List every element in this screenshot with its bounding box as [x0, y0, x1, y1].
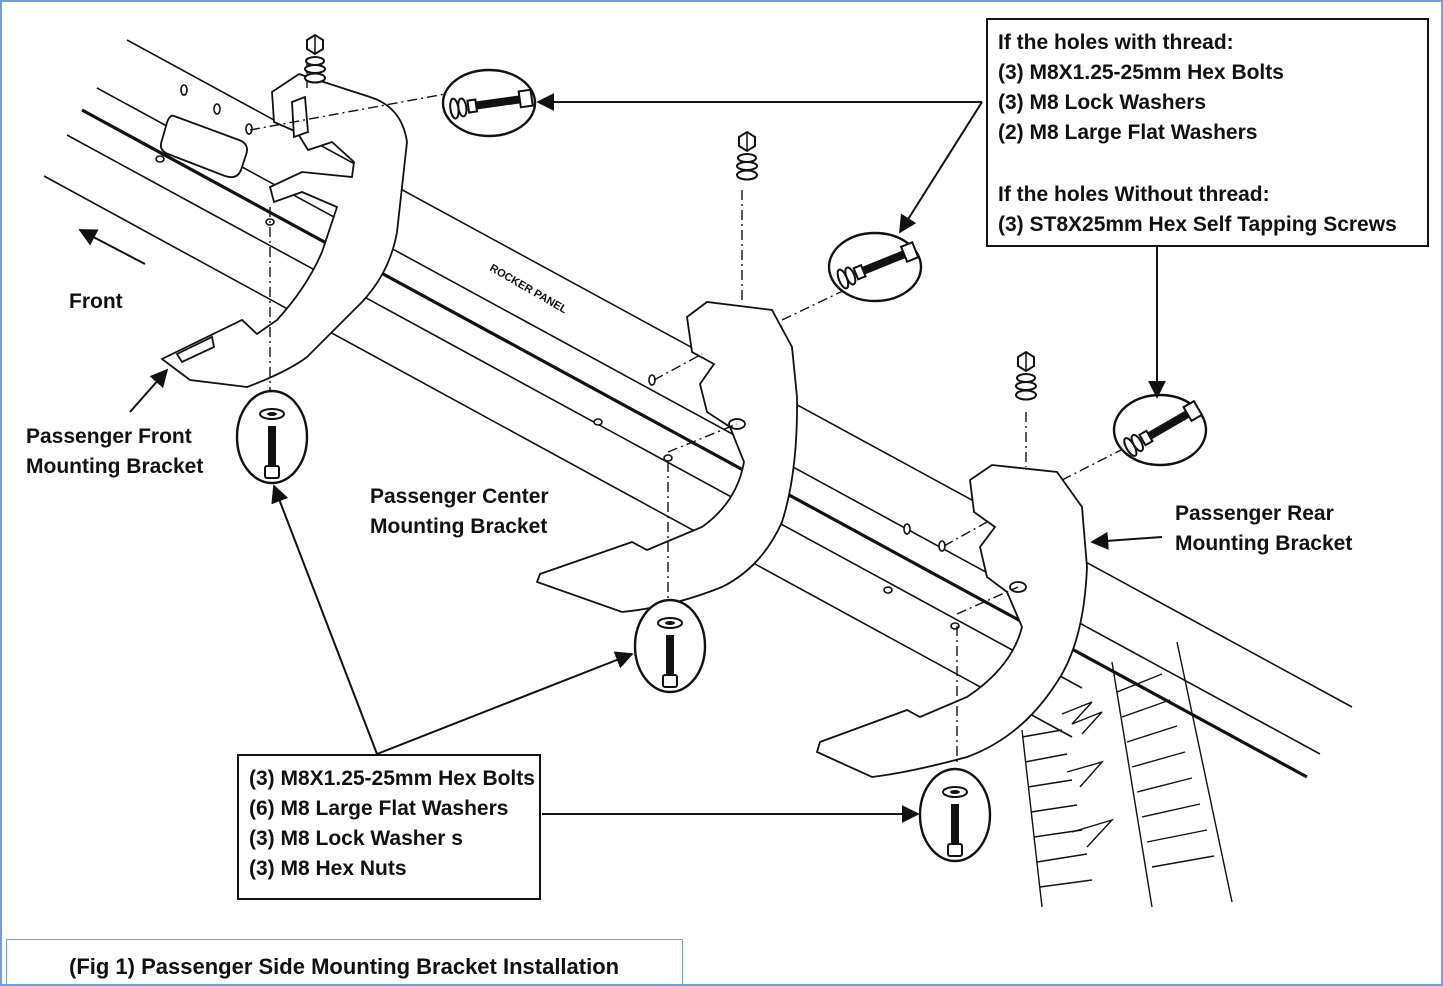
- rear-bracket: [815, 464, 1088, 778]
- front-label: Front: [69, 290, 123, 313]
- unthreaded-heading: If the holes Without thread:: [998, 183, 1270, 206]
- front-bracket-label: Passenger Front Mounting Bracket: [26, 425, 204, 478]
- hex-bolt-icon: [827, 231, 923, 303]
- hex-bolt-icon: [918, 767, 992, 863]
- hex-nut-icon: [304, 34, 326, 84]
- unthreaded-item: (3) ST8X25mm Hex Self Tapping Screws: [998, 213, 1397, 236]
- threaded-item: (2) M8 Large Flat Washers: [998, 121, 1258, 144]
- threaded-heading: If the holes with thread:: [998, 31, 1234, 54]
- top-hardware-callout: If the holes with thread: (3) M8X1.25-25…: [986, 18, 1429, 247]
- tire: [1021, 641, 1233, 908]
- hardware-item: (3) M8X1.25-25mm Hex Bolts: [249, 767, 535, 790]
- hex-bolt-icon: [235, 389, 309, 485]
- hex-nut-icon: [1015, 351, 1037, 401]
- hardware-item: (3) M8 Hex Nuts: [249, 857, 407, 880]
- arrow-icon: [78, 93, 1166, 823]
- rear-bracket-label: Passenger Rear Mounting Bracket: [1175, 502, 1353, 555]
- panel-holes: [155, 84, 960, 630]
- threaded-item: (3) M8X1.25-25mm Hex Bolts: [998, 61, 1284, 84]
- hardware-item: (6) M8 Large Flat Washers: [249, 797, 509, 820]
- figure-caption: (Fig 1) Passenger Side Mounting Bracket …: [6, 939, 683, 984]
- hardware-item: (3) M8 Lock Washer s: [249, 827, 463, 850]
- hex-bolt-icon: [441, 68, 537, 138]
- caption-text: (Fig 1) Passenger Side Mounting Bracket …: [69, 954, 620, 979]
- front-bracket: [160, 73, 408, 388]
- hex-nut-icon: [736, 131, 758, 181]
- hex-bolt-icon: [1112, 393, 1208, 467]
- hex-bolt-icon: [633, 598, 707, 694]
- center-bracket-label: Passenger Center Mounting Bracket: [370, 485, 549, 538]
- threaded-item: (3) M8 Lock Washers: [998, 91, 1207, 114]
- bottom-hardware-callout: (3) M8X1.25-25mm Hex Bolts (6) M8 Large …: [237, 754, 541, 900]
- center-bracket: [535, 301, 798, 613]
